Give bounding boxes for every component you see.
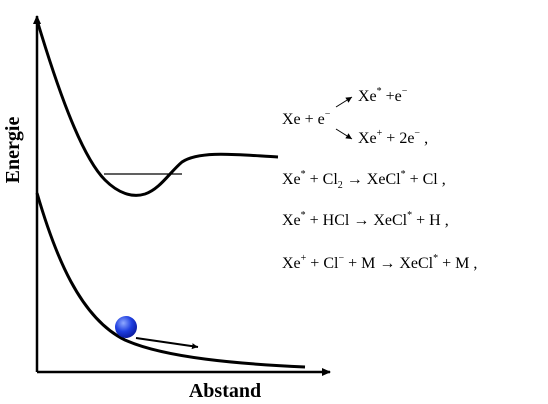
r2-b-sub: 2	[338, 180, 343, 191]
reaction-3: Xe* + HCl → XeCl* + H ,	[282, 210, 449, 229]
r3-b-sup: *	[407, 210, 412, 221]
r1-upper-branch-arrow	[335, 96, 353, 108]
x-axis-label: Abstand	[189, 380, 261, 402]
r3-a: Xe	[282, 212, 301, 229]
reaction-2: Xe* + Cl2 → XeCl* + Cl ,	[282, 169, 446, 191]
r1-upper-product-sup: *	[377, 86, 382, 97]
r1-lower-rest: + 2e	[382, 130, 414, 147]
svg-text:Xe+ + 2e− ,: Xe+ + 2e− ,	[358, 128, 428, 147]
r1-upper-rest-sup: −	[402, 86, 408, 97]
r1-lower-product-sup: +	[377, 128, 383, 139]
r4-b: + Cl	[306, 255, 339, 272]
r1-upper-product: Xe	[358, 88, 377, 105]
r2-c: XeCl	[367, 171, 401, 188]
reaction-1: Xe + e− Xe* +e− Xe+ + 2e− ,	[282, 86, 428, 147]
r4-a: Xe	[282, 255, 301, 272]
r3-b: + HCl → XeCl	[306, 212, 408, 229]
r4-d: + M ,	[438, 255, 477, 272]
r2-d: + Cl ,	[406, 171, 446, 188]
r1-upper-rest: +e	[382, 88, 402, 105]
r2-arrow: →	[343, 171, 367, 188]
lower-potential-curve	[35, 192, 306, 369]
r1-left: Xe + e	[282, 111, 325, 128]
r1-lower-rest-sup: −	[414, 128, 420, 139]
r4-a-sup: +	[301, 253, 307, 264]
r2-c-sup: *	[401, 169, 406, 180]
upper-potential-curve	[35, 19, 279, 197]
r1-lower-end: ,	[420, 130, 428, 147]
svg-text:Xe* +e−: Xe* +e−	[358, 86, 408, 105]
r1-lower-product: Xe	[358, 130, 377, 147]
r2-a-sup: *	[301, 169, 306, 180]
r1-left-charge: −	[325, 109, 331, 120]
svg-text:Xe + e−: Xe + e−	[282, 109, 331, 128]
r4-c: + M → XeCl	[344, 255, 434, 272]
r4-b-sup: −	[338, 253, 344, 264]
y-axis-label: Energie	[2, 117, 24, 184]
r2-b: + Cl	[306, 171, 339, 188]
motion-arrow	[135, 337, 199, 350]
r1-lower-branch-arrow	[335, 128, 353, 140]
r4-c-sup: *	[433, 253, 438, 264]
ball-icon	[115, 316, 137, 338]
r3-a-sup: *	[301, 210, 306, 221]
reaction-4: Xe+ + Cl− + M → XeCl* + M ,	[282, 253, 477, 272]
r2-a: Xe	[282, 171, 301, 188]
r3-c: + H ,	[412, 212, 449, 229]
